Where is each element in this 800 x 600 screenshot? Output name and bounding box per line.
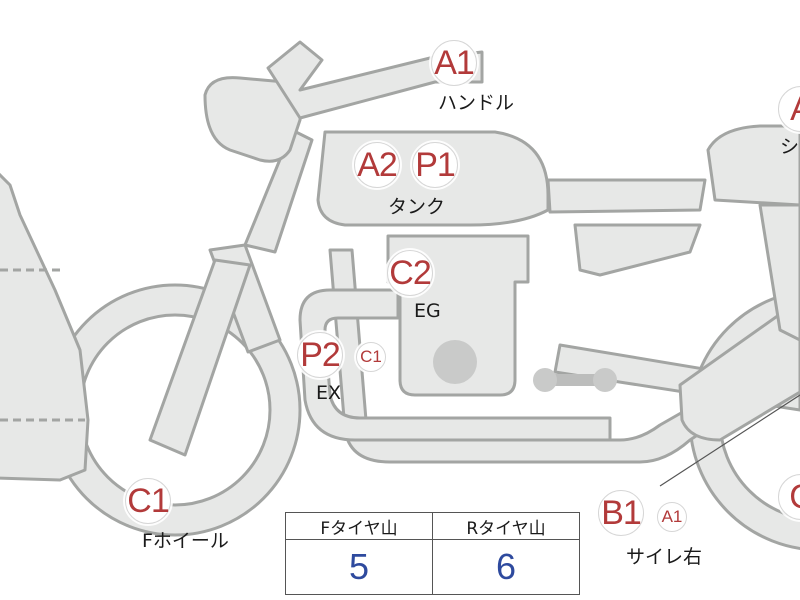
engine-label: EG bbox=[414, 300, 441, 322]
front-wheel-label: Fホイール bbox=[142, 530, 229, 552]
front-fork-upper bbox=[243, 128, 314, 254]
front-fairing bbox=[0, 172, 90, 482]
engine-badge[interactable]: C2 bbox=[387, 250, 433, 296]
footrest-end-right bbox=[593, 368, 617, 392]
tank-label: タンク bbox=[388, 196, 446, 218]
front-wheel-badge[interactable]: C1 bbox=[125, 478, 171, 524]
tank-badge-p[interactable]: P1 bbox=[412, 142, 458, 188]
engine-cover bbox=[433, 340, 477, 384]
silencer-label: サイレ右 bbox=[626, 546, 703, 568]
silencer bbox=[678, 298, 800, 442]
seat bbox=[706, 124, 800, 207]
footrest-end-left bbox=[533, 368, 557, 392]
front-tire-value: 5 bbox=[285, 539, 433, 595]
front-fork-lower bbox=[148, 258, 252, 457]
front-tire-header: Fタイヤ山 bbox=[285, 512, 433, 540]
handle-badge[interactable]: A1 bbox=[431, 40, 477, 86]
silencer-badge-b[interactable]: B1 bbox=[598, 490, 644, 536]
side-frame bbox=[546, 178, 707, 214]
tank-badge-a[interactable]: A2 bbox=[354, 142, 400, 188]
silencer-pointer bbox=[659, 394, 800, 487]
side-cover bbox=[573, 223, 702, 277]
rear-tire-value: 6 bbox=[432, 539, 580, 595]
headlight bbox=[203, 76, 303, 163]
seat-rail bbox=[758, 203, 800, 342]
silencer-badge-a[interactable]: A1 bbox=[657, 502, 687, 532]
exhaust-label: EX bbox=[316, 382, 342, 404]
handle-label: ハンドル bbox=[438, 92, 515, 114]
exhaust-pipe bbox=[298, 288, 612, 442]
rear-tire-header: Rタイヤ山 bbox=[432, 512, 580, 540]
exhaust-badge-c[interactable]: C1 bbox=[356, 342, 386, 372]
exhaust-badge-p[interactable]: P2 bbox=[297, 332, 343, 378]
tire-tread-table: Fタイヤ山 Rタイヤ山 5 6 bbox=[285, 512, 580, 595]
seat-label-partial: シ bbox=[780, 136, 800, 158]
